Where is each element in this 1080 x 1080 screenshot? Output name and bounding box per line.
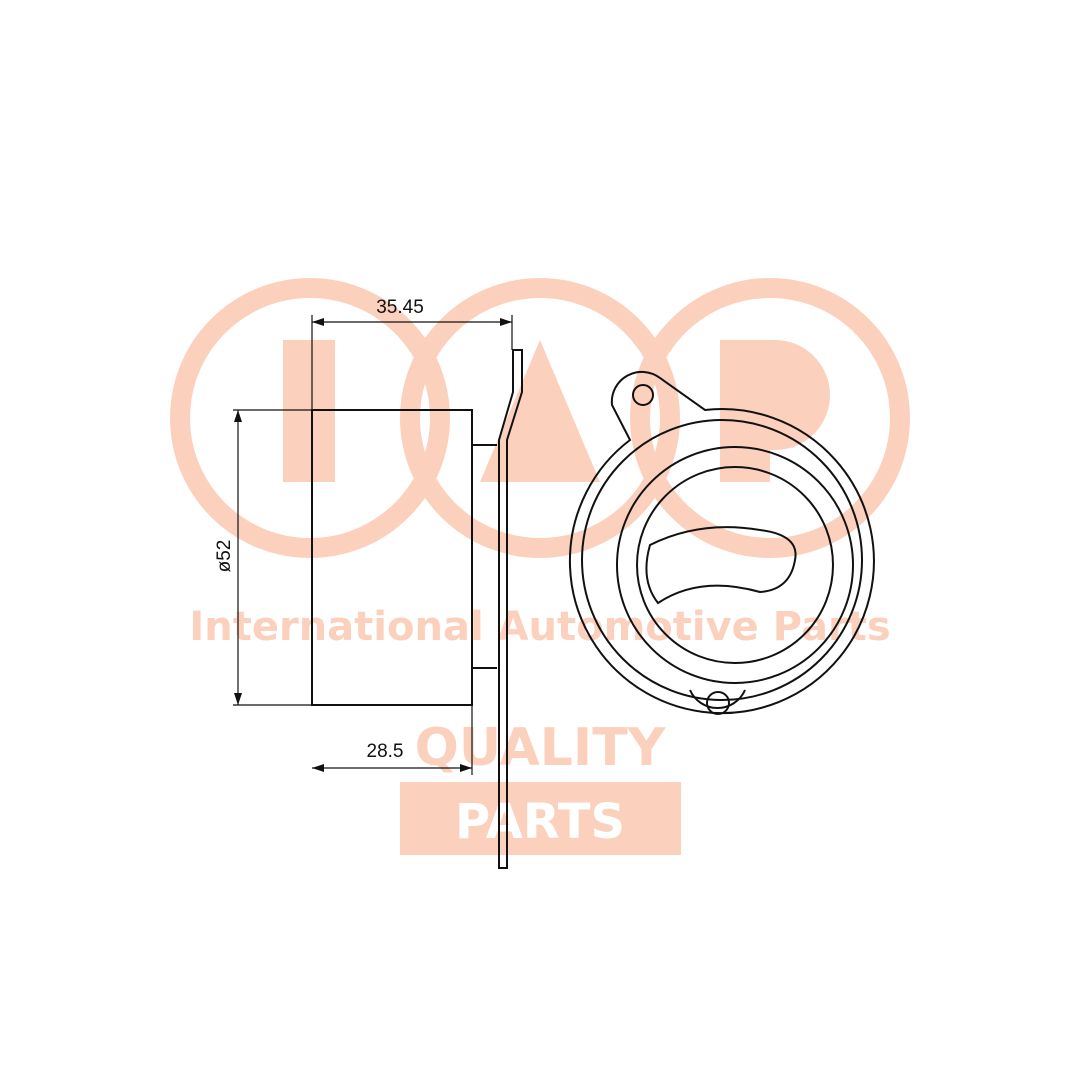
registered-mark: R [666,793,672,802]
hub-step [472,444,497,669]
pulley-bore [636,466,834,664]
front-view [568,370,875,715]
logo-circle-p [630,278,910,558]
iap-logo-watermark [170,278,910,558]
outer-housing [568,370,875,715]
parts-box [400,782,681,855]
watermark-quality: QUALITY [415,718,667,778]
logo-letter-p [720,340,830,482]
dimension-line-roller [312,705,473,775]
mounting-plate [498,349,523,869]
dimension-roller-width: 28.5 [367,741,404,762]
dimension-line-overall [311,315,513,705]
logo-letters [283,340,830,855]
watermark-company: International Automotive Parts [189,604,890,650]
dimension-diameter: ø52 [214,540,235,573]
side-view: 35.45 ø52 28.5 [214,297,523,869]
dimension-overall-width: 35.45 [376,297,424,318]
upper-mounting-hole [632,384,654,406]
logo-circle-i [170,278,450,558]
pulley-ring [616,446,854,684]
outer-ring-inner-edge [581,419,863,701]
roller-body [311,409,473,706]
logo-circle-a [400,278,680,558]
watermark-parts: PARTS [455,794,625,850]
dimension-line-diameter [233,409,312,706]
logo-letter-a [480,340,600,482]
adjuster-slot [645,526,797,605]
lower-mounting-hole [706,691,730,715]
